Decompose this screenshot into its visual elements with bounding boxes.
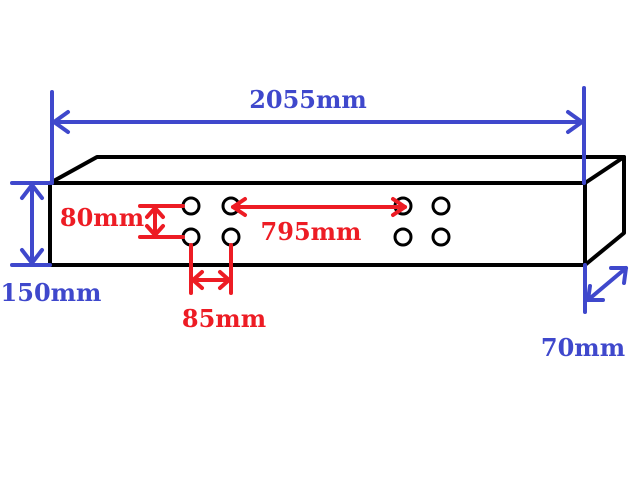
vertical-spacing-arrow-bottom [145, 224, 165, 237]
depth-arrow-upper [609, 266, 628, 285]
length-label: 2055mm [249, 85, 367, 114]
height-arrow-bottom [20, 248, 44, 265]
hole [431, 196, 451, 216]
horizontal-spacing-arrow-right [218, 270, 231, 290]
depth-arrow-lower [586, 284, 605, 302]
length-arrow-left [52, 110, 70, 134]
group-spacing-arrow-right [391, 197, 407, 217]
group-spacing-label: 795mm [261, 217, 362, 246]
hole [181, 227, 201, 247]
blue-dimension-lines [10, 86, 628, 314]
hole [431, 227, 451, 247]
red-dimension-lines [138, 197, 407, 295]
depth-dimension-line [586, 266, 628, 302]
hole [221, 227, 241, 247]
depth-label: 70mm [541, 333, 625, 362]
beam-top-face [48, 155, 626, 185]
hole [181, 196, 201, 216]
horizontal-spacing-arrow-left [191, 270, 204, 290]
vertical-spacing-arrow-top [145, 206, 165, 219]
beam-front-face [48, 181, 587, 267]
vertical-spacing-label: 80mm [60, 203, 144, 232]
hole [393, 227, 413, 247]
beam-outline [48, 155, 626, 267]
height-label: 150mm [1, 278, 102, 307]
height-arrow-top [20, 183, 44, 200]
length-arrow-right [566, 110, 584, 134]
beam-side-face [583, 155, 626, 267]
group-spacing-arrow-left [231, 197, 247, 217]
horizontal-spacing-label: 85mm [182, 304, 266, 333]
